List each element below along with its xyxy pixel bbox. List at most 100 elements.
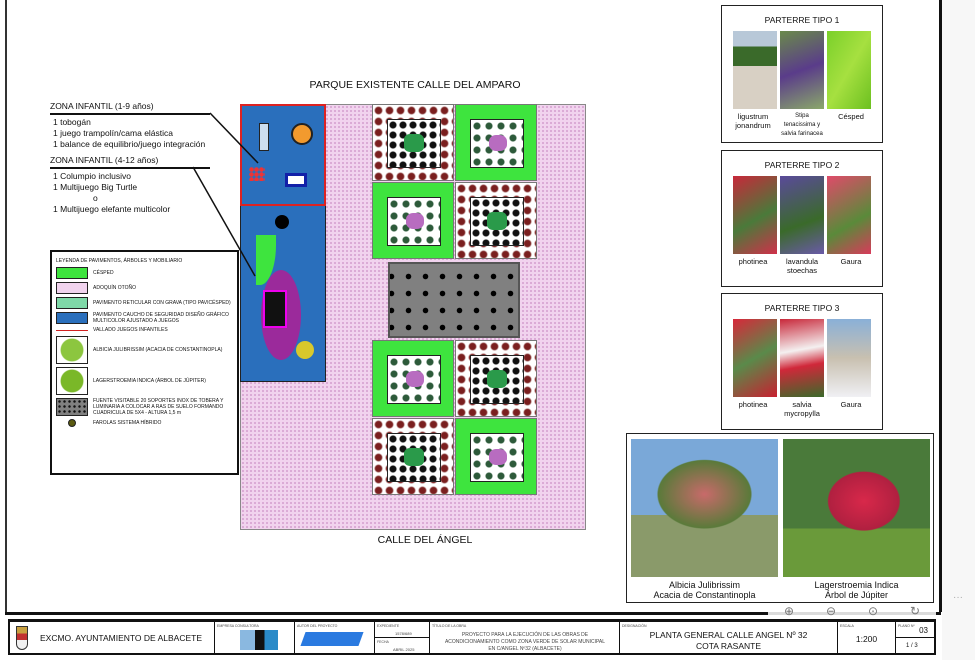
plant-name: photinea <box>738 257 768 266</box>
legend: LEYENDA DE PAVIMENTOS, ÁRBOLES Y MOBILIA… <box>50 250 239 475</box>
zone-item: 1 balance de equilibrio/juego integració… <box>53 139 206 149</box>
legend-swatch <box>56 329 88 331</box>
zoom-in-icon[interactable]: ⊕ <box>783 603 795 618</box>
albicia-photo <box>631 439 778 577</box>
legend-label: PAVIMENTO CAUCHO DE SEGURIDAD DISEÑO GRÁ… <box>93 312 229 324</box>
date-label: FECHA <box>377 639 389 644</box>
designation-line: PLANTA GENERAL CALLE ANGEL Nº 32 <box>649 630 808 640</box>
zone-item: 1 Multijuego elefante multicolor <box>53 204 171 214</box>
yellow-element <box>296 341 314 359</box>
plan-number-cell: PLANO Nº 03 1 / 3 <box>896 622 934 653</box>
file-cell: EXPEDIENTE 1578/689 FECHA ABRIL 2025 <box>375 622 430 653</box>
zone-infantil-1: ZONA INFANTIL (1-9 años) 1 tobogán 1 jue… <box>50 101 210 150</box>
zoom-out-icon[interactable]: ⊖ <box>825 603 837 618</box>
designation-label: DESIGNACIÓN <box>622 624 647 628</box>
sheets-total: 3 <box>914 642 918 649</box>
tree-name: Lagerstroemia Indica <box>814 580 899 590</box>
designation-cell: DESIGNACIÓN PLANTA GENERAL CALLE ANGEL N… <box>620 622 838 653</box>
playground-area <box>240 104 326 382</box>
legend-label: FUENTE VISITABLE 20 SOPORTES INOX DE TOB… <box>93 398 224 416</box>
street-title: CALLE DEL ÁNGEL <box>377 534 473 546</box>
plan-label: PLANO Nº <box>898 624 915 628</box>
play-element-icon <box>285 173 307 187</box>
author-cell: AUTOR DEL PROYECTO <box>295 622 375 653</box>
plant-name: Césped <box>838 112 864 121</box>
title-block: EXCMO. AYUNTAMIENTO DE ALBACETE EMPRESA … <box>8 619 936 655</box>
tree-common-name: Árbol de Júpiter <box>824 590 889 600</box>
legend-label: ALBICIA JULIBRISSIM (ACACIA DE CONSTANTI… <box>93 347 223 353</box>
work-label: TÍTULO DE LA OBRA <box>432 624 467 628</box>
green-zone <box>256 235 276 285</box>
file-label: EXPEDIENTE <box>377 624 400 628</box>
plant-name: photinea <box>738 400 768 409</box>
zoom-reset-icon[interactable]: ⊙ <box>867 603 879 618</box>
legend-label: FAROLAS SISTEMA HÍBRIDO <box>93 420 162 426</box>
plant-name: salvia mycropylla <box>784 400 820 418</box>
legend-swatch <box>56 367 88 395</box>
tree-photos: Albicia Julibrissim Acacia de Constantin… <box>626 433 934 603</box>
client-cell: EXCMO. AYUNTAMIENTO DE ALBACETE <box>10 622 215 653</box>
plant-name: ligustrum jonandrum <box>735 112 771 130</box>
tree-caption: Lagerstroemia Indica Árbol de Júpiter <box>783 580 930 600</box>
legend-label: ADOQUÍN OTOÑO <box>93 285 136 291</box>
legend-swatch <box>56 267 88 279</box>
parterre-title: PARTERRE TIPO 1 <box>764 15 840 25</box>
tree-common-name: Acacia de Constantinopla <box>653 590 756 600</box>
zone-title: ZONA INFANTIL (4-12 años) <box>50 155 210 169</box>
zone-item: 1 Multijuego Big Turtle <box>53 182 138 192</box>
legend-swatch <box>68 419 76 427</box>
plan-number: 03 <box>919 626 928 635</box>
plant-name: Stipa tenacissima y salvia farinacea <box>781 113 823 137</box>
legend-swatch <box>56 336 88 364</box>
frame-border <box>5 612 941 615</box>
client-name: EXCMO. AYUNTAMIENTO DE ALBACETE <box>40 633 203 643</box>
slide-icon <box>259 123 269 151</box>
more-options-button[interactable]: ··· <box>953 592 963 603</box>
legend-title: LEYENDA DE PAVIMENTOS, ÁRBOLES Y MOBILIA… <box>56 258 183 264</box>
rotate-icon[interactable]: ↻ <box>909 603 921 618</box>
coat-of-arms-icon <box>16 626 28 650</box>
legend-swatch <box>56 282 88 294</box>
plant-name: Gaura <box>840 400 862 409</box>
legend-swatch <box>56 398 88 416</box>
plant-photo <box>733 31 777 109</box>
legend-label: VALLADO JUEGOS INFANTILES <box>93 327 168 333</box>
legend-item: ALBICIA JULIBRISSIM (ACACIA DE CONSTANTI… <box>56 336 233 364</box>
file-number: 1578/689 <box>395 631 412 636</box>
legend-item: FAROLAS SISTEMA HÍBRIDO <box>56 419 233 427</box>
plant-photo <box>827 319 871 397</box>
trampoline-icon <box>291 123 313 145</box>
zone-title: ZONA INFANTIL (1-9 años) <box>50 101 210 115</box>
zone-item: o <box>93 193 98 203</box>
parterre-title: PARTERRE TIPO 2 <box>764 160 840 170</box>
balance-game-icon <box>249 167 265 181</box>
legend-item: PAVIMENTO RETICULAR CON GRAVA (TIPO PAVI… <box>56 297 233 309</box>
plant-photo <box>733 319 777 397</box>
work-title: PROYECTO PARA LA EJECUCIÓN DE LAS OBRAS … <box>444 632 606 652</box>
legend-label: PAVIMENTO RETICULAR CON GRAVA (TIPO PAVI… <box>93 300 231 306</box>
frame-border <box>5 0 7 612</box>
legend-item: ADOQUÍN OTOÑO <box>56 282 233 294</box>
legend-item: CÉSPED <box>56 267 233 279</box>
work-title-cell: TÍTULO DE LA OBRA PROYECTO PARA LA EJECU… <box>430 622 620 653</box>
zoom-toolbar: ⊕ ⊖ ⊙ ↻ <box>768 603 936 618</box>
consultant-logo <box>240 630 278 650</box>
author-logo <box>300 632 364 646</box>
date-value: ABRIL 2025 <box>393 646 415 652</box>
park-title: PARQUE EXISTENTE CALLE DEL AMPARO <box>309 79 521 91</box>
sheet-number: 1 <box>906 642 910 649</box>
lagerstroemia-photo <box>783 439 930 577</box>
legend-item: LAGERSTROEMIA INDICA (ÁRBOL DE JÚPITER) <box>56 367 233 395</box>
consultant-label: EMPRESA CONSULTORA <box>217 624 259 628</box>
scale-cell: ESCALA 1:200 <box>838 622 896 653</box>
legend-item: PAVIMENTO CAUCHO DE SEGURIDAD DISEÑO GRÁ… <box>56 312 233 324</box>
author-label: AUTOR DEL PROYECTO <box>297 624 338 628</box>
scale-value: 1:200 <box>855 634 878 644</box>
parterres-south <box>372 340 538 496</box>
plant-photo <box>780 31 824 109</box>
legend-label: LAGERSTROEMIA INDICA (ÁRBOL DE JÚPITER) <box>93 378 206 384</box>
scale-label: ESCALA <box>840 624 854 628</box>
parterre-panel-3: PARTERRE TIPO 3 photinea salvia mycropyl… <box>721 293 883 430</box>
plant-name: lavandula stoechas <box>785 257 819 275</box>
plant-name: Gaura <box>840 257 862 266</box>
